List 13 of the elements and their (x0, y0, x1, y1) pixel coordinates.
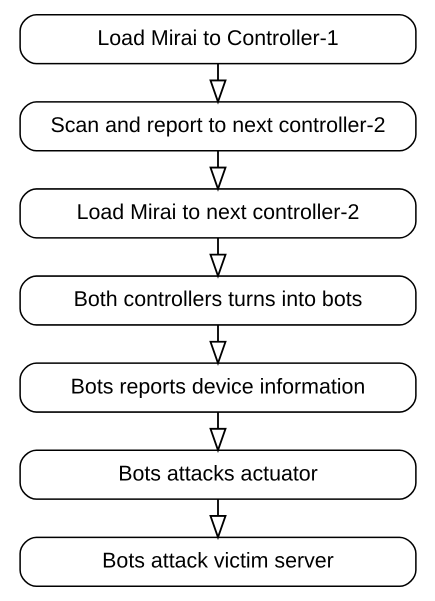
arrow (208, 238, 226, 279)
node-box: Scan and report to next controller-2 (18, 101, 416, 152)
arrow (208, 325, 226, 366)
node-box: Bots reports device information (18, 362, 416, 413)
node-box: Bots attack victim server (18, 536, 416, 588)
node-box: Load Mirai to next controller-2 (18, 188, 416, 239)
arrow (208, 412, 226, 454)
node-box: Both controllers turns into bots (18, 275, 416, 326)
node-box: Load Mirai to Controller-1 (18, 14, 416, 64)
arrow (208, 64, 226, 105)
arrow (208, 499, 226, 540)
node-box: Bots attacks actuator (18, 450, 416, 500)
arrow (208, 150, 226, 192)
